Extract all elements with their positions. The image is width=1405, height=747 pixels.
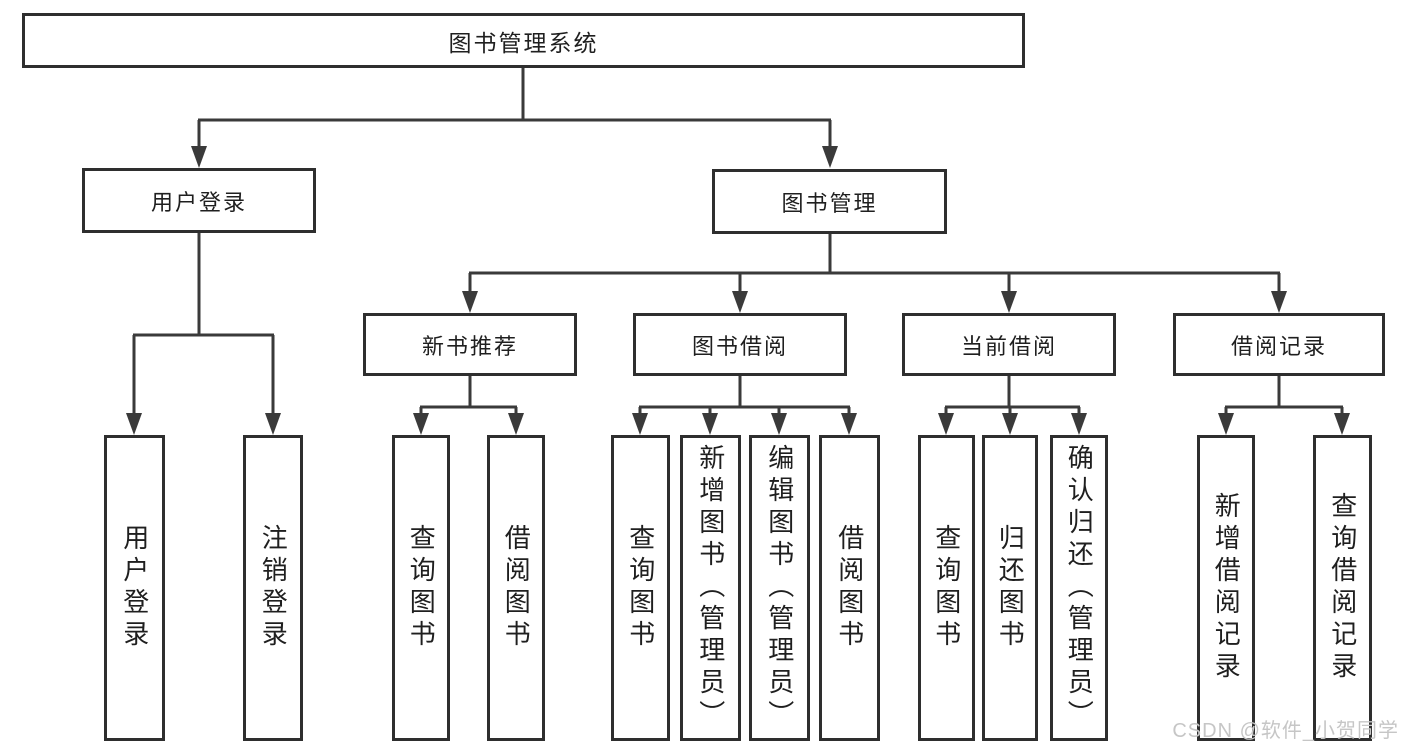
leaf-add-borrow-record: 新增借阅记录 — [1197, 435, 1255, 741]
arrowhead-icon — [126, 413, 142, 435]
arrowhead-icon — [462, 291, 478, 313]
leaf-add-book-admin: 新增图书（管理员） — [680, 435, 741, 741]
arrowhead-icon — [1002, 413, 1018, 435]
arrowhead-icon — [702, 413, 718, 435]
arrowhead-icon — [1071, 413, 1087, 435]
leaf-label: 注销登录 — [258, 524, 289, 652]
node-label: 当前借阅 — [960, 333, 1057, 359]
leaf-label: 新增借阅记录 — [1211, 492, 1242, 684]
leaf-label: 查询图书 — [625, 524, 656, 652]
leaf-query-books-recommend: 查询图书 — [392, 435, 450, 741]
arrowhead-icon — [1271, 291, 1287, 313]
arrowhead-icon — [938, 413, 954, 435]
leaf-query-books-borrowing: 查询图书 — [611, 435, 670, 741]
node-label: 图书借阅 — [691, 333, 788, 359]
arrowhead-icon — [265, 413, 281, 435]
leaf-return-books: 归还图书 — [982, 435, 1038, 741]
leaf-confirm-return-admin: 确认归还（管理员） — [1050, 435, 1108, 741]
node-new-book-recommendation: 新书推荐 — [363, 313, 577, 376]
leaf-label: 新增图书（管理员） — [695, 444, 726, 732]
node-label: 借阅记录 — [1230, 333, 1327, 359]
arrowheads — [126, 146, 1350, 435]
csdn-watermark: CSDN @软件_小贺同学 — [1172, 720, 1399, 742]
leaf-label: 确认归还（管理员） — [1064, 444, 1095, 732]
node-library-system: 图书管理系统 — [22, 13, 1025, 68]
connector-path — [132, 68, 1344, 417]
leaf-query-books-current: 查询图书 — [918, 435, 975, 741]
connector-strokes — [132, 68, 1344, 417]
arrowhead-icon — [1218, 413, 1234, 435]
leaf-query-borrow-record: 查询借阅记录 — [1313, 435, 1372, 741]
leaf-label: 查询借阅记录 — [1327, 492, 1358, 684]
node-borrowing-records: 借阅记录 — [1173, 313, 1385, 376]
arrowhead-icon — [1001, 291, 1017, 313]
node-book-borrowing: 图书借阅 — [633, 313, 847, 376]
arrowhead-icon — [771, 413, 787, 435]
arrowhead-icon — [732, 291, 748, 313]
leaf-edit-book-admin: 编辑图书（管理员） — [749, 435, 810, 741]
leaf-user-login: 用户登录 — [104, 435, 165, 741]
arrowhead-icon — [413, 413, 429, 435]
leaf-label: 归还图书 — [995, 524, 1026, 652]
arrowhead-icon — [822, 146, 838, 168]
node-label: 用户登录 — [150, 189, 247, 215]
leaf-label: 编辑图书（管理员） — [764, 444, 795, 732]
arrowhead-icon — [841, 413, 857, 435]
leaf-label: 查询图书 — [406, 524, 437, 652]
leaf-label: 借阅图书 — [501, 524, 532, 652]
leaf-label: 用户登录 — [119, 524, 150, 652]
leaf-label: 查询图书 — [931, 524, 962, 652]
arrowhead-icon — [1334, 413, 1350, 435]
arrowhead-icon — [632, 413, 648, 435]
node-user-login: 用户登录 — [82, 168, 316, 233]
arrowhead-icon — [508, 413, 524, 435]
node-current-borrowing: 当前借阅 — [902, 313, 1116, 376]
leaf-logout: 注销登录 — [243, 435, 303, 741]
leaf-borrow-books-recommend: 借阅图书 — [487, 435, 545, 741]
leaf-label: 借阅图书 — [834, 524, 865, 652]
node-book-management: 图书管理 — [712, 169, 947, 234]
node-label: 新书推荐 — [421, 333, 518, 359]
leaf-borrow-books: 借阅图书 — [819, 435, 880, 741]
arrowhead-icon — [191, 146, 207, 168]
node-label: 图书管理系统 — [448, 29, 599, 56]
node-label: 图书管理 — [781, 190, 878, 216]
